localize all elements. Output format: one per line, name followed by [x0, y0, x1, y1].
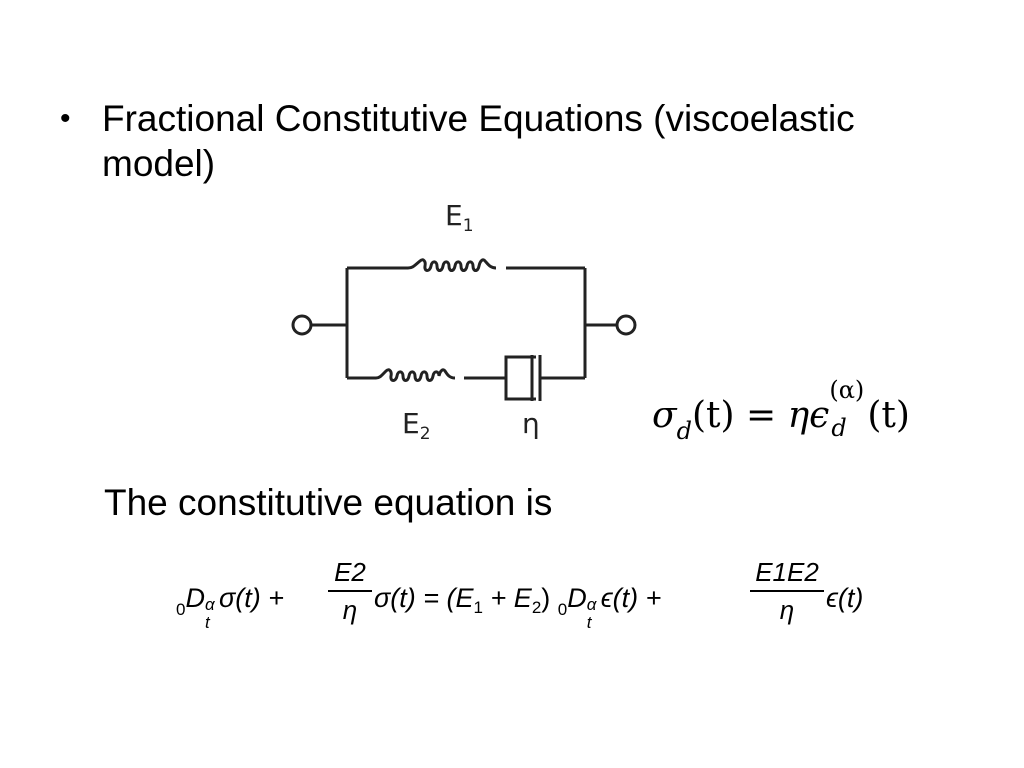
heading-line-2: model)	[102, 143, 216, 184]
dashpot-eta	[504, 355, 536, 401]
spring-dashpot-circuit	[291, 258, 637, 401]
eq-sub-d: d	[676, 417, 692, 445]
eq-term-3: ϵ(t)	[826, 583, 864, 613]
eq-epsilon: ϵ	[809, 395, 830, 436]
dashpot-equation: σd(t) = ηϵ(α)d(t)	[652, 376, 972, 465]
spring-e2	[375, 368, 456, 382]
eq-fraction-2: E1E2 η	[750, 555, 824, 627]
label-e2: E2	[402, 407, 431, 444]
eq-eps-sub-d: d	[831, 414, 847, 442]
right-terminal	[615, 314, 637, 336]
label-e1: E1	[445, 199, 474, 236]
eq-super-sub: (α) d	[829, 376, 867, 442]
eq-eta: η	[787, 395, 810, 436]
eq-equals: =	[745, 395, 777, 436]
left-terminal	[291, 314, 313, 336]
eq-rhs-arg: (t)	[867, 395, 910, 436]
eq-sigma: σ	[652, 395, 677, 436]
spring-e1	[407, 258, 497, 272]
label-eta: η	[522, 407, 540, 440]
eq-fraction-1: E2 η	[328, 555, 372, 627]
constitutive-sentence: The constitutive equation is	[104, 482, 553, 523]
viscoelastic-model-diagram: E1 E2 η	[280, 195, 660, 455]
slide-heading: Fractional Constitutive Equations (visco…	[102, 96, 962, 186]
heading-line-1: Fractional Constitutive Equations (visco…	[102, 98, 855, 139]
eq-arg-t: (t)	[691, 395, 735, 436]
bullet-marker: •	[60, 102, 71, 135]
eq-order-alpha: (α)	[829, 376, 865, 404]
